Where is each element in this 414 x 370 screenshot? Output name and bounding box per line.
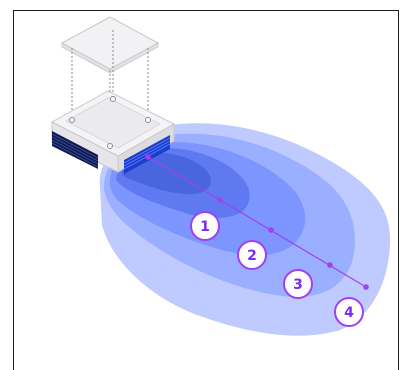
speaker-left-grille-slats [51,133,99,168]
distance-markers: 1 2 3 4 [190,211,364,327]
image-frame [13,10,399,370]
speaker-left-grille [52,131,98,169]
projection-axis [145,154,369,290]
marker-label: 2 [247,248,257,264]
marker-label: 1 [200,219,210,235]
marker-label: 3 [293,277,303,293]
marker-4: 4 [334,297,364,327]
mount-point [145,117,151,123]
ceiling-plane [60,16,160,74]
marker-2: 2 [237,240,267,270]
ceiling-tile [60,16,160,70]
marker-label: 4 [344,305,354,321]
axis-dot [268,227,274,233]
mount-point [69,117,75,123]
axis-dot [327,262,333,268]
mount-point [110,96,116,102]
marker-3: 3 [283,269,313,299]
axis-dot [363,284,369,290]
speaker-enclosure [50,90,176,174]
coverage-zone-core [122,152,212,195]
marker-1: 1 [190,211,220,241]
axis-origin-dot [145,154,151,160]
mount-point [107,143,113,149]
ceiling-tile-edge [61,42,159,74]
coverage-zones [99,123,391,336]
axis-dot [217,197,223,203]
speaker-top-inner [65,97,161,149]
